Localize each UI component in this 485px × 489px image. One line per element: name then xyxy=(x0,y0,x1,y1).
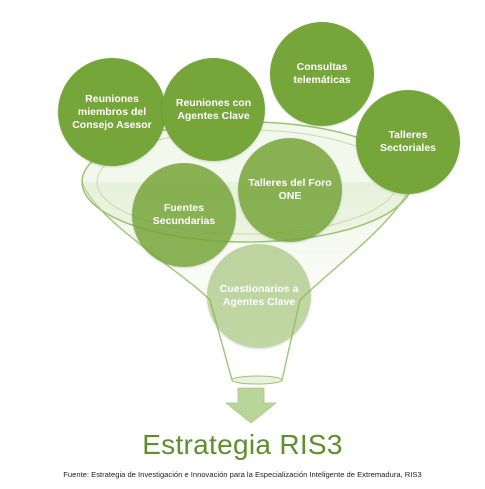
node-talleres-sectoriales-label: Talleres Sectoriales xyxy=(379,129,437,154)
node-cuestionarios: Cuestionarios a Agentes Clave xyxy=(207,244,311,348)
diagram-title: Estrategia RIS3 xyxy=(142,429,343,460)
node-consultas-label: Consultas telemáticas xyxy=(293,61,351,86)
node-talleres-foro-label: Talleres del Foro ONE xyxy=(248,177,332,202)
node-reuniones-consejo: Reuniones miembros del Consejo Asesor xyxy=(58,58,166,166)
node-consultas: Consultas telemáticas xyxy=(270,22,374,126)
node-reuniones-consejo-label: Reuniones miembros del Consejo Asesor xyxy=(72,92,152,131)
node-talleres-foro: Talleres del Foro ONE xyxy=(238,138,342,242)
node-reuniones-agentes: Reuniones con Agentes Clave xyxy=(162,58,265,161)
node-talleres-sectoriales: Talleres Sectoriales xyxy=(356,90,460,194)
node-fuentes: Fuentes Secundarias xyxy=(132,163,236,267)
node-fuentes-label: Fuentes Secundarias xyxy=(152,202,216,227)
node-reuniones-agentes-label: Reuniones con Agentes Clave xyxy=(175,96,252,122)
node-cuestionarios-label: Cuestionarios a Agentes Clave xyxy=(219,283,299,308)
source-caption: Fuente: Estrategia de Investigación e In… xyxy=(63,470,422,479)
down-arrow-icon xyxy=(224,387,278,424)
funnel-spout xyxy=(231,375,283,385)
